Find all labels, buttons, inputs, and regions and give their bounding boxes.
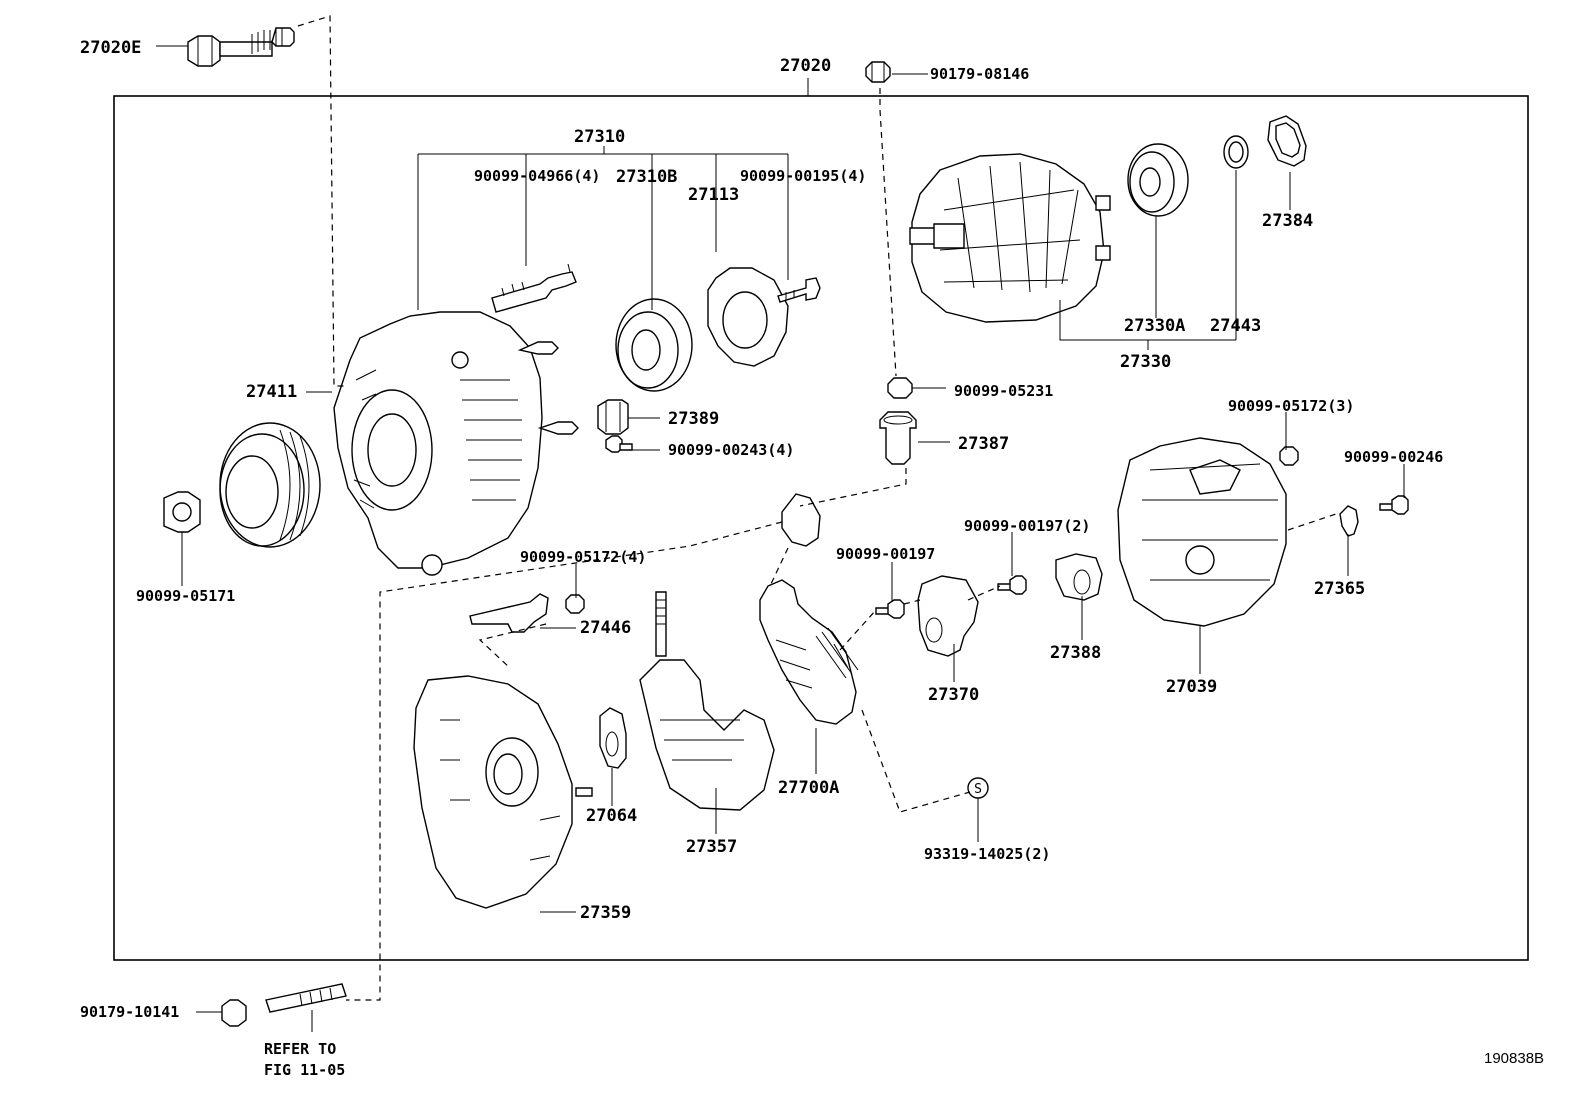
regulator-cap-drawing — [781, 493, 821, 547]
label-27370: 27370 — [928, 685, 979, 705]
seal-ring-27443-drawing — [1223, 135, 1249, 169]
label-27443: 27443 — [1210, 316, 1261, 336]
rotor-27330-drawing — [909, 153, 1111, 323]
cover-27384-drawing — [1267, 115, 1307, 167]
bearing-27310b-drawing — [615, 298, 693, 392]
screw-90099-00243-drawing — [605, 435, 633, 453]
label-90179-08146: 90179-08146 — [930, 65, 1029, 83]
rectifier-end-frame-27359-drawing — [413, 675, 593, 909]
label-90099-05231: 90099-05231 — [954, 382, 1053, 400]
brush-holder-cover-27370-drawing — [917, 575, 979, 657]
nut-90179-10141-drawing — [221, 999, 247, 1027]
screw-90099-00195-drawing — [777, 277, 821, 303]
label-90099-00243: 90099-00243(4) — [668, 441, 794, 459]
retainer-plate-27113-drawing — [707, 267, 789, 367]
label-27365: 27365 — [1314, 579, 1365, 599]
label-27389: 27389 — [668, 409, 719, 429]
regulator-27700a-drawing — [759, 579, 859, 725]
through-bolt-27020e-drawing — [187, 27, 295, 67]
label-27064: 27064 — [586, 806, 637, 826]
label-27310b: 27310B — [616, 167, 677, 187]
screw-90099-00197-2-drawing — [997, 575, 1027, 595]
terminal-insulator-27387-drawing — [879, 411, 917, 465]
rectifier-holder-27357-drawing — [639, 591, 775, 811]
label-27039: 27039 — [1166, 677, 1217, 697]
leader-lines — [156, 45, 1405, 1032]
terminal-cover-27365-drawing — [1339, 505, 1359, 537]
nut-90099-05171-drawing — [163, 491, 201, 533]
part-labels: 27020E 27020 90179-08146 27310 90099-049… — [80, 38, 1544, 1079]
label-27387: 27387 — [958, 434, 1009, 454]
label-27700a: 27700A — [778, 778, 839, 798]
label-27310: 27310 — [574, 127, 625, 147]
label-90099-00197-2: 90099-00197(2) — [964, 517, 1090, 535]
label-90099-00197: 90099-00197 — [836, 545, 935, 563]
stud-90099-04966-drawing — [491, 263, 577, 313]
figure-code: 190838B — [1484, 1050, 1544, 1067]
insulator-27388-drawing — [1055, 553, 1103, 601]
label-93319-14025: 93319-14025(2) — [924, 845, 1050, 863]
seal-27064-drawing — [599, 707, 627, 769]
label-27446: 27446 — [580, 618, 631, 638]
bearing-27330a-drawing — [1127, 143, 1189, 217]
label-27359: 27359 — [580, 903, 631, 923]
label-90179-10141: 90179-10141 — [80, 1003, 179, 1021]
nut-90099-05172-3-drawing — [1279, 446, 1299, 466]
nut-90099-05231-drawing — [887, 377, 913, 399]
alignment-lines — [297, 15, 1337, 1001]
drive-end-frame-27310-drawing — [333, 311, 579, 576]
stud-refer-fig-11-05-drawing — [265, 983, 347, 1013]
s-marker-text: S — [974, 782, 982, 797]
label-27384: 27384 — [1262, 211, 1313, 231]
screw-90099-00197-drawing — [875, 599, 905, 619]
label-27330a: 27330A — [1124, 316, 1185, 336]
label-27020: 27020 — [780, 56, 831, 76]
rear-end-cover-27039-drawing — [1117, 437, 1287, 627]
label-90099-05171: 90099-05171 — [136, 587, 235, 605]
nut-90179-08146-drawing — [865, 61, 891, 83]
assembly-frame — [113, 95, 1529, 961]
insulator-plate-27446-drawing — [469, 593, 549, 633]
label-27388: 27388 — [1050, 643, 1101, 663]
screw-90099-00246-drawing — [1379, 495, 1409, 515]
insulator-27389-drawing — [597, 399, 629, 435]
refer-note-line-1: REFER TO — [264, 1040, 336, 1058]
label-90099-05172-4: 90099-05172(4) — [520, 548, 646, 566]
label-27330: 27330 — [1120, 352, 1171, 372]
label-27113: 27113 — [688, 185, 739, 205]
refer-note-line-2: FIG 11-05 — [264, 1061, 345, 1079]
nut-90099-05172-4-drawing — [565, 594, 585, 614]
label-90099-04966: 90099-04966(4) — [474, 167, 600, 185]
label-27020e: 27020E — [80, 38, 141, 58]
label-27411: 27411 — [246, 382, 297, 402]
pulley-27411-drawing — [219, 422, 321, 548]
label-90099-00195: 90099-00195(4) — [740, 167, 866, 185]
label-90099-05172-3: 90099-05172(3) — [1228, 397, 1354, 415]
label-27357: 27357 — [686, 837, 737, 857]
label-90099-00246: 90099-00246 — [1344, 448, 1443, 466]
s-marker: S — [967, 777, 989, 799]
